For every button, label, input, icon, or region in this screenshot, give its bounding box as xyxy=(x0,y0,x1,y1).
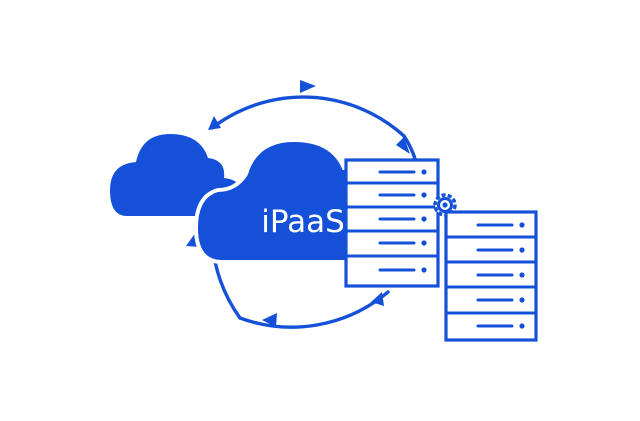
server-led xyxy=(421,192,427,198)
server-rack-frame xyxy=(344,158,440,288)
server-led xyxy=(421,169,427,175)
arrow-right-icon xyxy=(396,137,410,154)
server-led xyxy=(519,323,525,329)
ipaas-label: iPaaS xyxy=(261,204,345,240)
server-rack-icon xyxy=(344,158,440,288)
cycle-arc-bottom xyxy=(238,290,390,329)
server-led xyxy=(421,216,427,222)
server-rack-icon xyxy=(444,210,538,342)
server-led xyxy=(519,272,525,278)
arrowheads xyxy=(186,80,410,327)
cycle-arc-top xyxy=(210,95,406,138)
arrow-bottom-icon xyxy=(262,313,277,327)
arrow-bottomright-icon xyxy=(371,292,384,306)
arrow-topleft-icon xyxy=(208,116,221,130)
server-led xyxy=(519,247,525,253)
server-led xyxy=(519,222,525,228)
server-led xyxy=(421,240,427,246)
server-led xyxy=(519,297,525,303)
arrow-top-icon xyxy=(300,80,316,93)
server-led xyxy=(421,267,427,273)
